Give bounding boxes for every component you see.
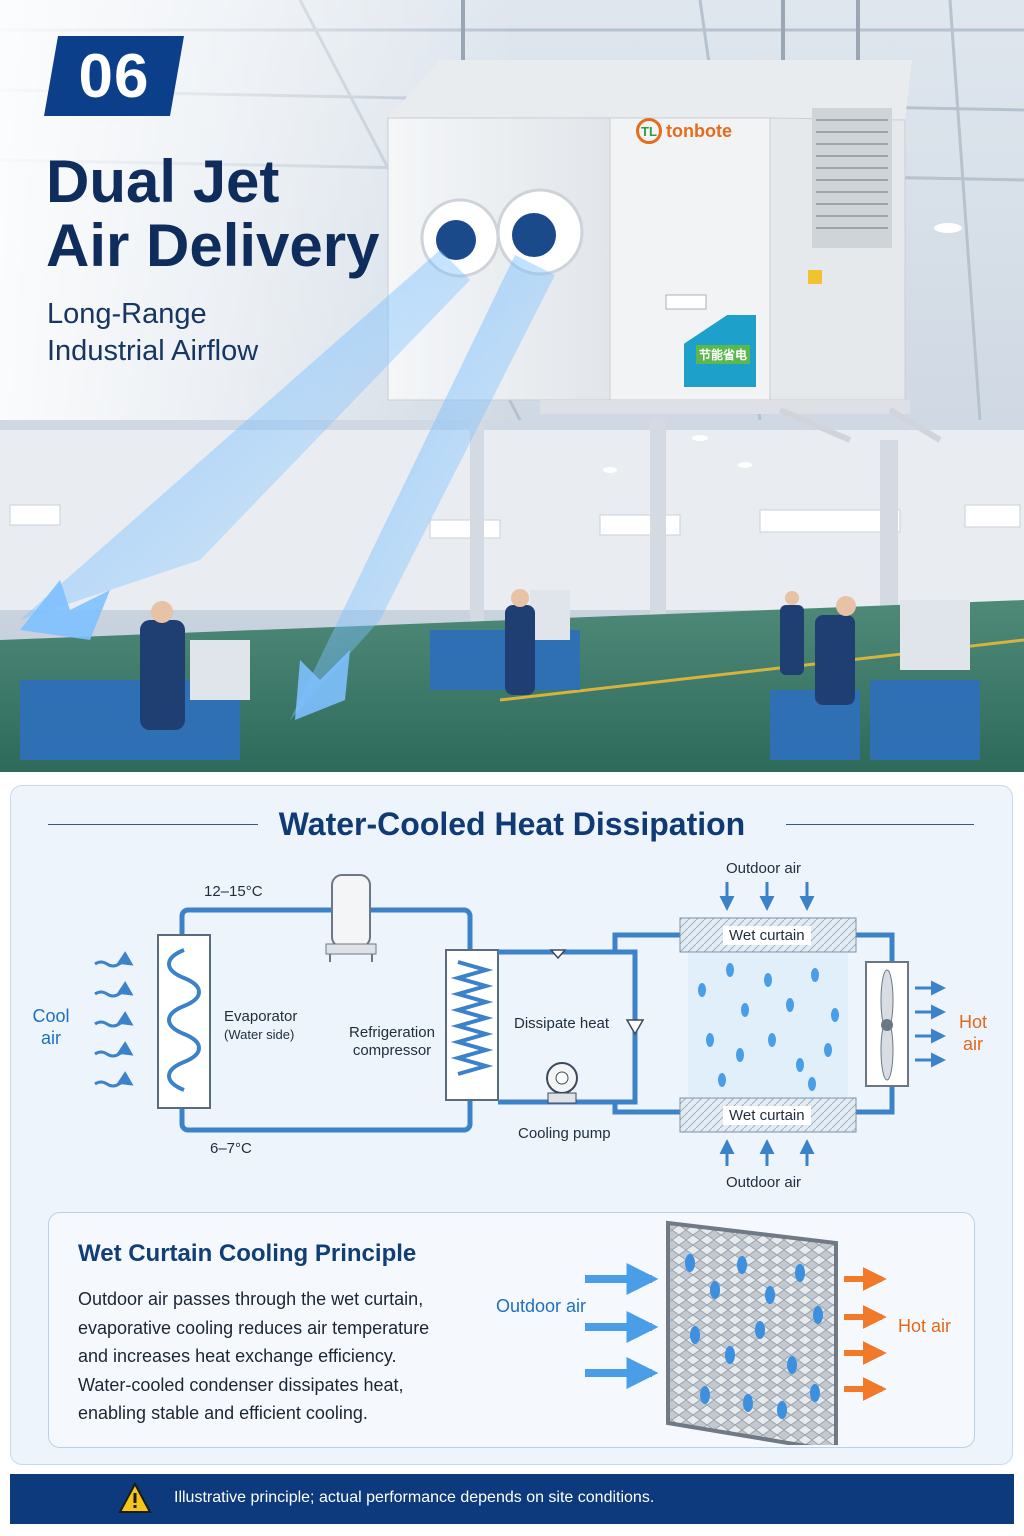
hero-title: Dual Jet Air Delivery [46,150,380,278]
cool-air-line: Cool [32,1006,70,1026]
principle-title: Wet Curtain Cooling Principle [78,1240,417,1267]
hero-title-line: Dual Jet [46,148,280,215]
principle-line: Water-cooled condenser dissipates heat, [78,1374,404,1395]
temp-out-label: 6–7°C [210,1140,252,1157]
outdoor-air-bottom-label: Outdoor air [726,1174,802,1191]
compressor-label: Refrigeration compressor [342,1024,442,1060]
footer-bar: Illustrative principle; actual performan… [10,1474,1014,1524]
brand-name: tonbote [666,120,732,141]
hot-air-arrows-icon [915,980,946,1068]
dissipate-heat-label: Dissipate heat [514,1015,610,1032]
hot-air-line: air [962,1034,983,1054]
brand-mark-icon: TL [636,118,662,144]
cool-air-arrows-icon [94,951,134,1088]
diagram-title: Water-Cooled Heat Dissipation [278,806,746,842]
compressor-line: compressor [352,1042,432,1059]
principle-line: Outdoor air passes through the wet curta… [78,1289,424,1309]
energy-saving-text: 节能省电 [696,345,751,364]
principle-line: enabling stable and efficient cooling. [78,1403,368,1423]
principle-hot-air-label: Hot air [898,1316,952,1336]
cool-air-label: Cool air [28,1005,74,1049]
factory-scene-illustration [0,0,1024,772]
cooling-pump-icon [546,1062,578,1104]
section-number: 06 [78,41,150,111]
footer-note: Illustrative principle; actual performan… [174,1489,655,1506]
temp-in-label: 12–15°C [204,883,263,900]
hero-section: 06 Dual Jet Air Delivery Long-Range Indu… [0,0,1024,772]
wet-curtain-top-label: Wet curtain [723,926,811,945]
outdoor-air-down-arrows-icon [719,882,815,911]
exhaust-fan-icon [865,961,909,1087]
valve-icon [549,949,567,960]
warning-icon [118,1482,152,1513]
hot-air-out-arrows-icon [844,1267,887,1401]
title-rule-left [48,824,258,825]
hero-subtitle-line: Long-Range [47,298,207,330]
compressor-line: Refrigeration [349,1024,435,1041]
principle-line: evaporative cooling reduces air temperat… [78,1317,430,1338]
brand-logo: TL tonbote [636,118,732,144]
wet-curtain-bottom-label: Wet curtain [723,1106,811,1125]
hero-title-line: Air Delivery [46,212,380,279]
title-rule-right [786,824,974,825]
evaporator-line: (Water side) [224,1027,295,1042]
outdoor-air-up-arrows-icon [719,1139,815,1166]
cool-air-line: air [40,1028,61,1048]
wet-curtain-panel [666,1220,838,1445]
principle-text: Outdoor air passes through the wet curta… [78,1285,498,1428]
water-cooled-diagram [94,874,946,1166]
compressor-icon [325,874,377,962]
hot-air-line: Hot [958,1012,987,1032]
evaporator-coil [157,934,211,1109]
water-drops-icon [698,963,839,1091]
principle-line: and increases heat exchange efficiency. [78,1346,397,1366]
wet-curtain-illustration [585,1220,887,1445]
outdoor-air-top-label: Outdoor air [726,860,802,877]
cooling-pump-label: Cooling pump [518,1125,611,1142]
hot-air-label: Hot air [952,1011,994,1055]
check-valve-icon [625,1019,645,1036]
hero-subtitle: Long-Range Industrial Airflow [47,296,258,370]
principle-outdoor-air-label: Outdoor air [496,1296,587,1316]
panel-water-drops-icon [685,1254,823,1419]
section-number-badge: 06 [44,36,184,116]
evaporator-label: Evaporator (Water side) [224,1008,297,1044]
hero-subtitle-line: Industrial Airflow [47,335,259,367]
evaporator-line: Evaporator [224,1008,298,1025]
outdoor-air-arrows-icon [585,1263,659,1389]
